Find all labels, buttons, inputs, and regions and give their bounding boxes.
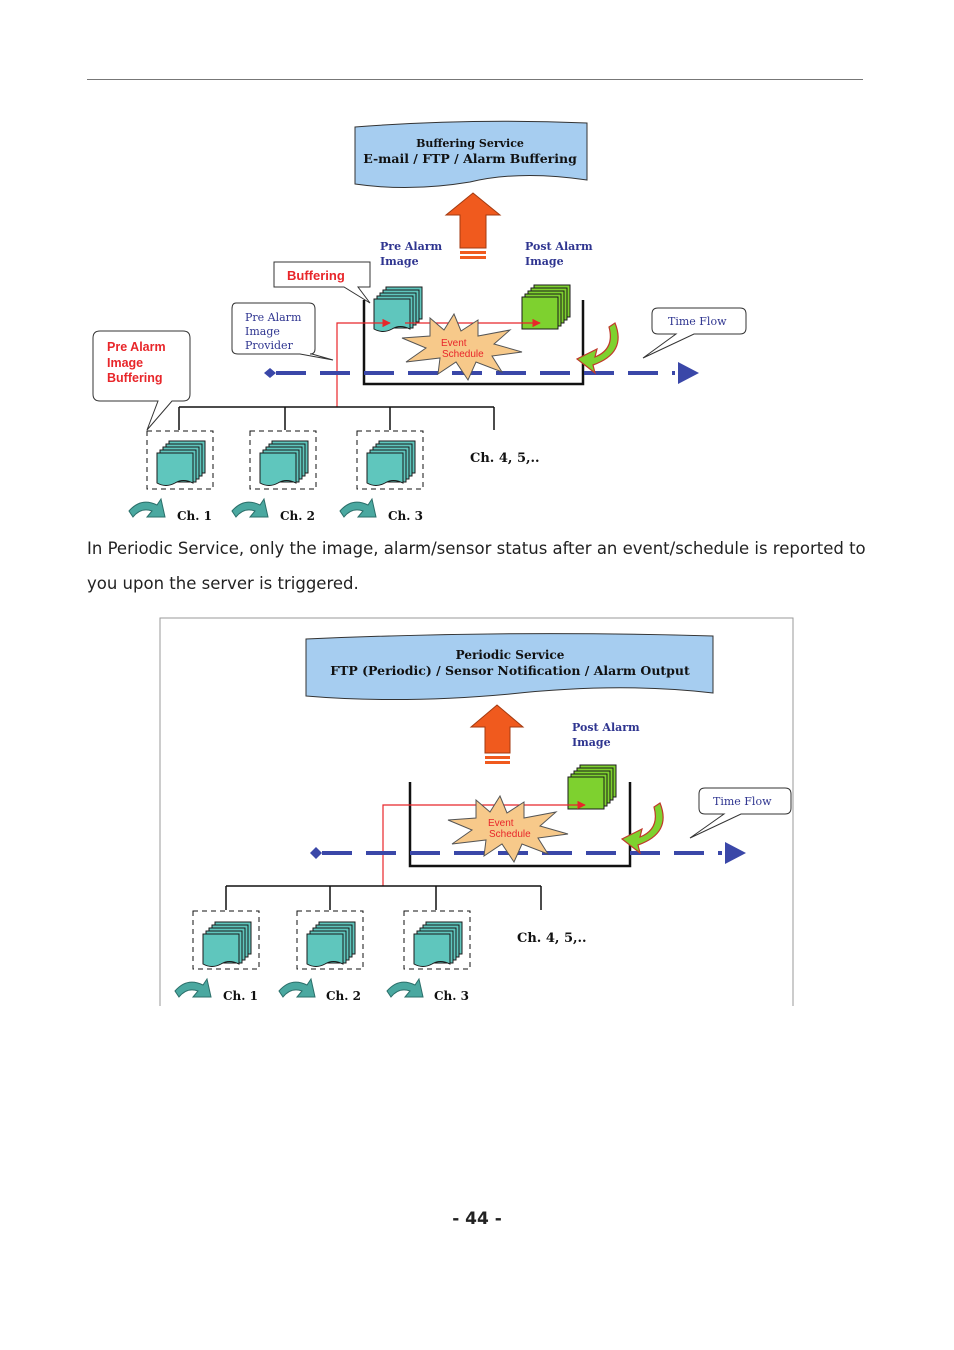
banner-title: Buffering Service	[416, 137, 524, 150]
channel-1-image-stack	[156, 440, 206, 486]
event-label: Event	[441, 338, 467, 349]
channel-3-box	[356, 430, 424, 490]
channel-3-image-stack	[366, 440, 416, 486]
channel-1-box	[192, 910, 260, 970]
channel-3-label: Ch. 3	[388, 509, 423, 523]
periodic-service-paragraph: In Periodic Service, only the image, ala…	[87, 539, 866, 593]
channel-3-image-stack	[413, 921, 463, 967]
up-arrow-icon	[469, 704, 525, 764]
post-alarm-label-2: Image	[525, 255, 564, 268]
time-flow-callout	[642, 307, 747, 359]
post-alarm-image-stack	[567, 764, 617, 810]
channel-2-label: Ch. 2	[280, 509, 315, 523]
provider-callout	[231, 302, 334, 361]
event-red-arrow	[382, 800, 586, 886]
buffering-service-diagram: Buffering Service E-mail / FTP / Alarm B…	[92, 120, 747, 523]
event-schedule-burst	[401, 312, 523, 382]
buffering-service-banner	[354, 120, 588, 189]
periodic-service-diagram: Periodic Service FTP (Periodic) / Sensor…	[159, 617, 794, 1006]
more-channels-label: Ch. 4, 5,..	[517, 931, 587, 946]
pre-alarm-buffering-line3: Buffering	[107, 371, 163, 385]
channel-1-label: Ch. 1	[223, 989, 258, 1003]
channel-1-image-stack	[202, 921, 252, 967]
banner-title: Periodic Service	[456, 648, 565, 662]
channel-2-label: Ch. 2	[326, 989, 361, 1003]
provider-callout-line3: Provider	[245, 339, 294, 352]
timeline-arrow	[264, 362, 699, 384]
buffer-container	[362, 300, 585, 386]
timeline-arrow	[310, 842, 746, 864]
provider-callout-line1: Pre Alarm	[245, 311, 302, 324]
buffer-container	[408, 782, 632, 868]
post-alarm-label-2: Image	[572, 736, 611, 749]
channel-bus	[178, 406, 495, 430]
time-flow-text: Time Flow	[713, 795, 772, 808]
event-schedule-burst	[447, 794, 569, 864]
channel-3-curl-icon	[339, 498, 377, 518]
channel-2-curl-icon	[231, 498, 269, 518]
time-flow-callout	[689, 787, 792, 839]
channel-1-label: Ch. 1	[177, 509, 212, 523]
banner-subtitle: E-mail / FTP / Alarm Buffering	[363, 151, 577, 166]
pre-alarm-label-2: Image	[380, 255, 419, 268]
page-number: - 44 -	[452, 1209, 502, 1229]
pre-alarm-buffering-line1: Pre Alarm	[107, 340, 166, 354]
schedule-label: Schedule	[442, 349, 484, 360]
channel-2-image-stack	[306, 921, 356, 967]
pre-alarm-image-stack	[373, 286, 423, 332]
channel-1-curl-icon	[174, 978, 212, 998]
periodic-service-banner	[305, 633, 714, 701]
buffering-callout	[273, 261, 371, 304]
channel-1-curl-icon	[128, 498, 166, 518]
channel-2-box	[249, 430, 317, 490]
channel-2-image-stack	[259, 440, 309, 486]
channel-2-box	[296, 910, 364, 970]
diagram-frame	[159, 617, 794, 1006]
channel-2-curl-icon	[278, 978, 316, 998]
provider-red-line	[336, 318, 391, 407]
header-rule	[87, 79, 863, 80]
channel-3-label: Ch. 3	[434, 989, 469, 1003]
pre-alarm-buffering-line2: Image	[107, 356, 143, 370]
channel-3-curl-icon	[386, 978, 424, 998]
pre-alarm-buffering-callout	[92, 330, 191, 431]
channel-1-box	[146, 430, 214, 490]
up-arrow-icon	[444, 192, 502, 259]
buffering-callout-text: Buffering	[287, 268, 345, 283]
event-label: Event	[488, 818, 514, 829]
time-flow-text: Time Flow	[668, 315, 727, 328]
post-alarm-label: Post Alarm	[572, 721, 640, 734]
green-curl-arrow-icon	[621, 802, 664, 854]
channel-3-box	[403, 910, 471, 970]
provider-callout-line2: Image	[245, 325, 280, 338]
channel-bus	[225, 885, 542, 910]
post-alarm-label: Post Alarm	[525, 240, 593, 253]
schedule-label: Schedule	[489, 829, 531, 840]
more-channels-label: Ch. 4, 5,..	[470, 451, 540, 466]
pre-alarm-label: Pre Alarm	[380, 240, 443, 253]
banner-subtitle: FTP (Periodic) / Sensor Notification / A…	[330, 663, 690, 678]
